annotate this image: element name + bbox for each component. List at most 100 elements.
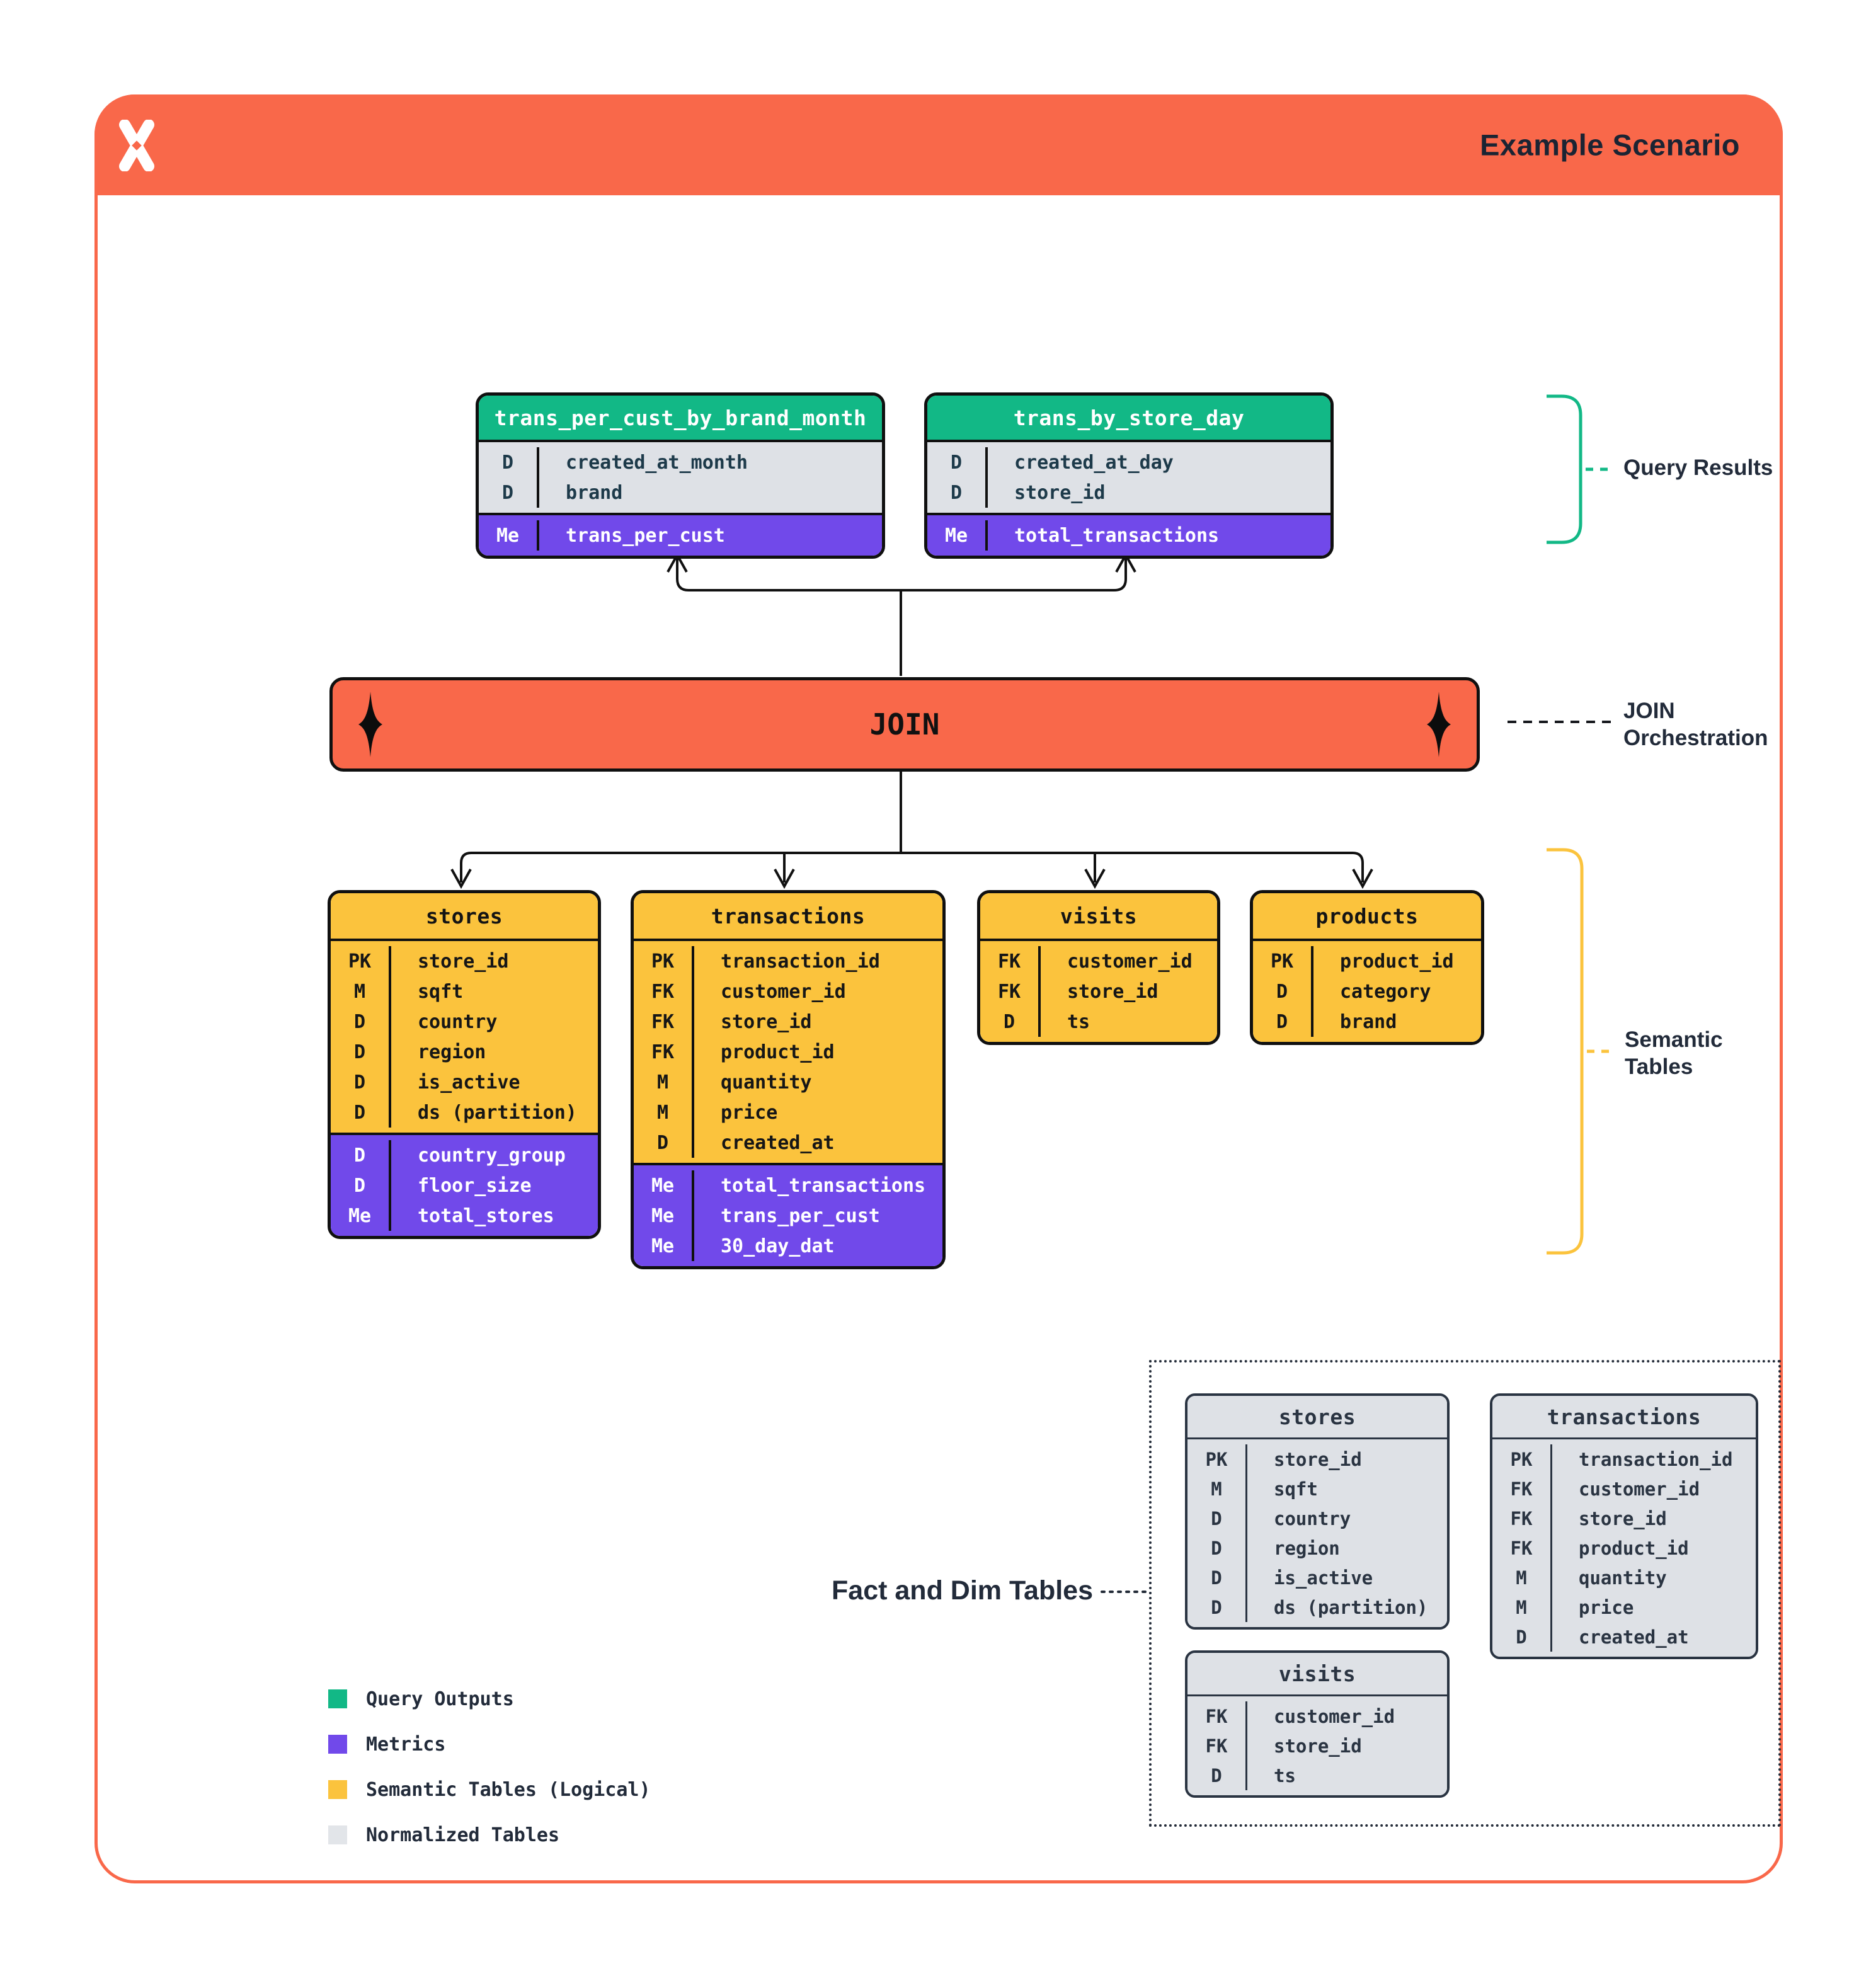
field-type: Me: [651, 1174, 675, 1197]
diamond-spark-icon: [1427, 692, 1451, 757]
join-orchestration-label: JOIN Orchestration: [1623, 697, 1768, 751]
field-type: D: [501, 481, 514, 504]
field-type: D: [1211, 1596, 1222, 1618]
field-name: customer_id: [1245, 1701, 1447, 1731]
label-line: JOIN: [1623, 699, 1675, 723]
label-line: Semantic: [1625, 1027, 1723, 1052]
field-type: D: [353, 1144, 366, 1167]
field-name: ts: [1038, 1007, 1217, 1037]
label-line: Orchestration: [1623, 726, 1768, 750]
field-type: FK: [997, 950, 1021, 973]
table-title: visits: [1187, 1653, 1447, 1696]
field-type: D: [353, 1174, 366, 1197]
field-type: M: [656, 1101, 669, 1124]
field-name: transaction_id: [1550, 1444, 1756, 1474]
x-star-logo-icon: [119, 120, 154, 171]
field-name: store_id: [1038, 976, 1217, 1007]
field-type: D: [353, 1041, 366, 1063]
field-name: country: [389, 1007, 598, 1037]
table-row: PK transaction_id: [1492, 1444, 1756, 1474]
field-name: floor_size: [389, 1170, 598, 1201]
field-name: customer_id: [1038, 946, 1217, 976]
field-name: store_id: [1550, 1504, 1756, 1533]
field-name: created_at_day: [985, 447, 1330, 477]
field-name: trans_per_cust: [692, 1201, 942, 1231]
field-type: FK: [1205, 1735, 1228, 1757]
legend-swatch: [328, 1735, 347, 1754]
field-type: FK: [1510, 1537, 1533, 1559]
legend-item: Normalized Tables: [328, 1824, 651, 1846]
field-type: D: [656, 1131, 669, 1154]
table-row: FK store_id: [1492, 1504, 1756, 1533]
field-type: PK: [1205, 1448, 1228, 1470]
field-type: PK: [651, 950, 675, 973]
scenario-card: Example Scenario: [94, 94, 1783, 1883]
field-name: ds (partition): [389, 1097, 598, 1128]
field-name: customer_id: [692, 976, 942, 1007]
field-name: sqft: [1245, 1474, 1447, 1504]
field-name: created_at: [692, 1128, 942, 1158]
field-name: store_id: [389, 946, 598, 976]
query-results-label: Query Results: [1623, 455, 1773, 480]
table-row: Me total_transactions: [634, 1170, 942, 1201]
field-type: PK: [1270, 950, 1294, 973]
field-type: FK: [651, 1010, 675, 1033]
legend-label: Metrics: [366, 1733, 446, 1756]
field-type: Me: [944, 524, 968, 547]
field-name: price: [1550, 1592, 1756, 1622]
field-type: D: [1516, 1626, 1527, 1648]
legend-swatch: [328, 1780, 347, 1799]
field-type: FK: [1510, 1507, 1533, 1529]
field-type: FK: [651, 1041, 675, 1063]
field-type: D: [1211, 1507, 1222, 1529]
field-name: store_id: [692, 1007, 942, 1037]
field-type: D: [1211, 1567, 1222, 1589]
field-type: M: [1211, 1478, 1222, 1500]
legend-item: Query Outputs: [328, 1688, 651, 1710]
field-type: PK: [1510, 1448, 1533, 1470]
diamond-spark-icon: [358, 692, 382, 757]
field-name: total_transactions: [692, 1170, 942, 1201]
field-type: D: [353, 1101, 366, 1124]
field-name: total_transactions: [985, 520, 1330, 551]
table-title: stores: [1187, 1396, 1447, 1439]
field-name: quantity: [692, 1067, 942, 1097]
table-title: visits: [980, 893, 1217, 939]
field-name: transaction_id: [692, 946, 942, 976]
field-type: D: [353, 1071, 366, 1094]
field-name: customer_id: [1550, 1474, 1756, 1504]
field-type: D: [1276, 1010, 1288, 1033]
table-title: stores: [331, 893, 598, 939]
field-type: D: [950, 481, 963, 504]
field-type: D: [1211, 1764, 1222, 1786]
